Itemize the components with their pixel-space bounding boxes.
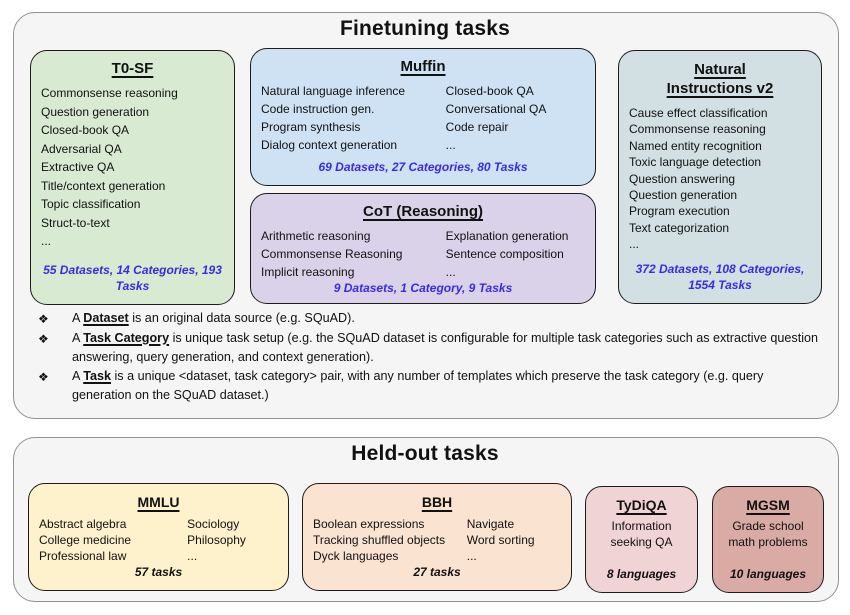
niv2-stats: 372 Datasets, 108 Categories, 1554 Tasks bbox=[635, 262, 805, 292]
mgsm-stats: 10 languages bbox=[729, 567, 807, 581]
muffin-title: Muffin bbox=[400, 58, 446, 75]
niv2-title: Natural Instructions v2 bbox=[666, 61, 774, 97]
task-item: Sociology bbox=[187, 517, 240, 531]
cot-col1: Arithmetic reasoning Commonsense Reasoni… bbox=[261, 227, 446, 281]
task-item: Sentence composition bbox=[445, 247, 564, 261]
task-item: Arithmetic reasoning bbox=[261, 229, 371, 243]
task-item: ... bbox=[41, 234, 52, 248]
mmlu-box: MMLU Abstract algebra College medicine P… bbox=[28, 483, 289, 591]
natural-instructions-v2-box: Natural Instructions v2 Cause effect cla… bbox=[618, 50, 822, 304]
task-item: Commonsense Reasoning bbox=[261, 247, 403, 261]
task-item: ... bbox=[629, 237, 640, 252]
mmlu-task-list: Abstract algebra College medicine Profes… bbox=[39, 516, 278, 564]
niv2-task-list: Cause effect classification Commonsense … bbox=[629, 105, 811, 253]
mgsm-box: MGSM Grade school math problems 10 langu… bbox=[712, 486, 824, 593]
finetuning-tasks-title: Finetuning tasks bbox=[339, 17, 511, 40]
task-item: Navigate bbox=[466, 517, 515, 531]
task-item: ... bbox=[466, 549, 477, 563]
task-item: Closed-book QA bbox=[41, 123, 130, 137]
task-item: ... bbox=[187, 549, 198, 563]
t0sf-stats: 55 Datasets, 14 Categories, 193 Tasks bbox=[43, 263, 222, 293]
t0sf-box: T0-SF Commonsense reasoning Question gen… bbox=[30, 50, 235, 305]
task-item: Commonsense reasoning bbox=[41, 86, 178, 100]
task-item: Philosophy bbox=[187, 533, 246, 547]
tydiqa-stats: 8 languages bbox=[606, 567, 677, 581]
task-item: Dyck languages bbox=[313, 549, 399, 563]
bbh-task-list: Boolean expressions Tracking shuffled ob… bbox=[313, 516, 561, 564]
task-item: Code instruction gen. bbox=[261, 102, 375, 116]
tydiqa-description: Information seeking QA bbox=[610, 519, 673, 549]
task-item: Cause effect classification bbox=[629, 106, 768, 120]
bbh-stats: 27 tasks bbox=[413, 565, 461, 579]
task-item: Abstract algebra bbox=[39, 517, 127, 531]
note-dataset: ❖ A Dataset is an original data source (… bbox=[38, 309, 824, 329]
task-item: Implicit reasoning bbox=[261, 265, 355, 279]
mmlu-col1: Abstract algebra College medicine Profes… bbox=[39, 516, 187, 564]
muffin-task-list: Natural language inference Code instruct… bbox=[261, 82, 585, 154]
task-item: Title/context generation bbox=[41, 178, 166, 193]
mmlu-title: MMLU bbox=[137, 494, 180, 510]
muffin-col2: Closed-book QA Conversational QA Code re… bbox=[446, 82, 585, 154]
cot-title: CoT (Reasoning) bbox=[363, 203, 483, 220]
note-task: ❖ A Task is a unique <dataset, task cate… bbox=[38, 367, 824, 405]
cot-box: CoT (Reasoning) Arithmetic reasoning Com… bbox=[250, 193, 596, 304]
t0sf-title: T0-SF bbox=[111, 60, 154, 77]
task-item: Toxic language detection bbox=[629, 155, 762, 170]
task-item: Closed-book QA bbox=[445, 84, 534, 98]
task-item: Program synthesis bbox=[261, 120, 361, 134]
task-item: Named entity recognition bbox=[629, 138, 762, 153]
diamond-bullet-icon: ❖ bbox=[38, 312, 49, 326]
tydiqa-title: TyDiQA bbox=[616, 497, 667, 513]
task-item: Adversarial QA bbox=[41, 141, 122, 156]
task-item: College medicine bbox=[39, 533, 132, 547]
bbh-title: BBH bbox=[421, 494, 453, 510]
task-item: ... bbox=[445, 138, 456, 152]
task-item: Topic classification bbox=[41, 197, 141, 211]
muffin-stats: 69 Datasets, 27 Categories, 80 Tasks bbox=[318, 159, 528, 174]
task-item: Commonsense reasoning bbox=[629, 122, 766, 137]
mmlu-stats: 57 tasks bbox=[134, 565, 183, 579]
task-item: Struct-to-text bbox=[41, 215, 110, 230]
task-item: Question generation bbox=[41, 104, 150, 119]
task-item: Word sorting bbox=[466, 533, 535, 547]
mgsm-description: Grade school math problems bbox=[728, 519, 808, 549]
task-item: Question answering bbox=[629, 171, 736, 186]
note-task-category: ❖ A Task Category is unique task setup (… bbox=[38, 329, 824, 367]
bbh-col1: Boolean expressions Tracking shuffled ob… bbox=[313, 516, 467, 564]
task-item: Boolean expressions bbox=[313, 517, 425, 531]
t0sf-task-list: Commonsense reasoning Question generatio… bbox=[41, 84, 224, 251]
mmlu-col2: Sociology Philosophy ... bbox=[187, 516, 278, 564]
bbh-col2: Navigate Word sorting ... bbox=[467, 516, 561, 564]
definitions-notes: ❖ A Dataset is an original data source (… bbox=[38, 309, 824, 405]
task-item: Program execution bbox=[629, 204, 730, 219]
diamond-bullet-icon: ❖ bbox=[38, 370, 49, 384]
task-item: Natural language inference bbox=[261, 84, 406, 98]
mgsm-title: MGSM bbox=[746, 497, 790, 513]
cot-stats: 9 Datasets, 1 Category, 9 Tasks bbox=[333, 281, 513, 295]
task-item: Extractive QA bbox=[41, 160, 115, 174]
task-item: Conversational QA bbox=[445, 102, 547, 116]
muffin-box: Muffin Natural language inference Code i… bbox=[250, 48, 596, 186]
bbh-box: BBH Boolean expressions Tracking shuffle… bbox=[302, 483, 572, 591]
cot-task-list: Arithmetic reasoning Commonsense Reasoni… bbox=[261, 227, 585, 281]
task-item: Explanation generation bbox=[445, 229, 569, 243]
task-item: Professional law bbox=[39, 549, 127, 563]
task-item: Code repair bbox=[445, 120, 509, 134]
cot-col2: Explanation generation Sentence composit… bbox=[446, 227, 585, 281]
task-item: Text categorization bbox=[629, 220, 730, 235]
task-item: ... bbox=[445, 265, 456, 279]
diamond-bullet-icon: ❖ bbox=[38, 332, 49, 346]
task-item: Dialog context generation bbox=[261, 138, 398, 152]
tydiqa-box: TyDiQA Information seeking QA 8 language… bbox=[585, 486, 698, 593]
muffin-col1: Natural language inference Code instruct… bbox=[261, 82, 446, 154]
task-item: Question generation bbox=[629, 188, 738, 203]
heldout-tasks-title: Held-out tasks bbox=[351, 442, 499, 465]
task-item: Tracking shuffled objects bbox=[313, 533, 446, 547]
